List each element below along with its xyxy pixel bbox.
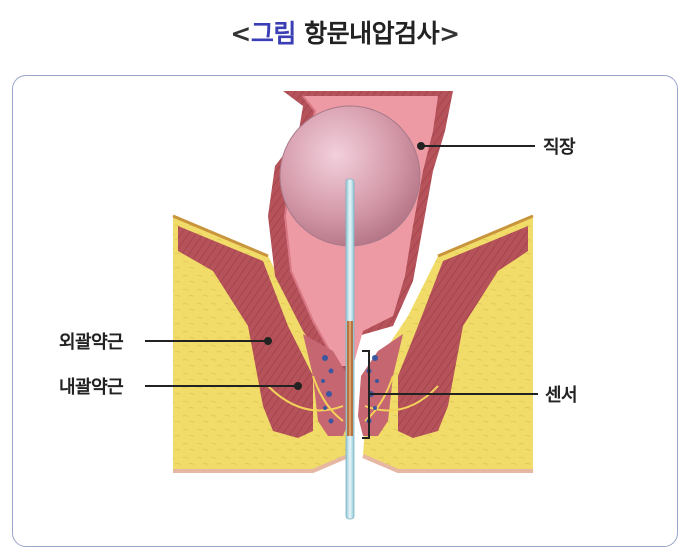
- vessel-dots: [321, 355, 379, 424]
- external-sphincter-label: 외괄약근: [59, 332, 124, 353]
- external-sphincter-leader-dot: [264, 337, 272, 345]
- figure-title-text: 항문내압검사: [304, 19, 440, 48]
- manometry-probe: [345, 178, 355, 520]
- internal-sphincter-label: 내괄약근: [59, 377, 124, 398]
- sensor-label: 센서: [545, 385, 578, 406]
- figure-title: <그림 항문내압검사>: [0, 14, 690, 50]
- leader-lines: [145, 142, 538, 395]
- figure-caption-label: 그림: [250, 19, 297, 48]
- rectum-leader-dot: [417, 142, 425, 150]
- illustration-frame: 직장 외괄약근 내괄약근 센서: [12, 75, 678, 547]
- internal-sphincter-leader-dot: [294, 382, 302, 390]
- rectum-label: 직장: [543, 137, 576, 158]
- title-close-bracket: >: [439, 19, 460, 48]
- anorectal-manometry-illustration: [145, 91, 538, 520]
- title-open-bracket: <: [230, 19, 251, 48]
